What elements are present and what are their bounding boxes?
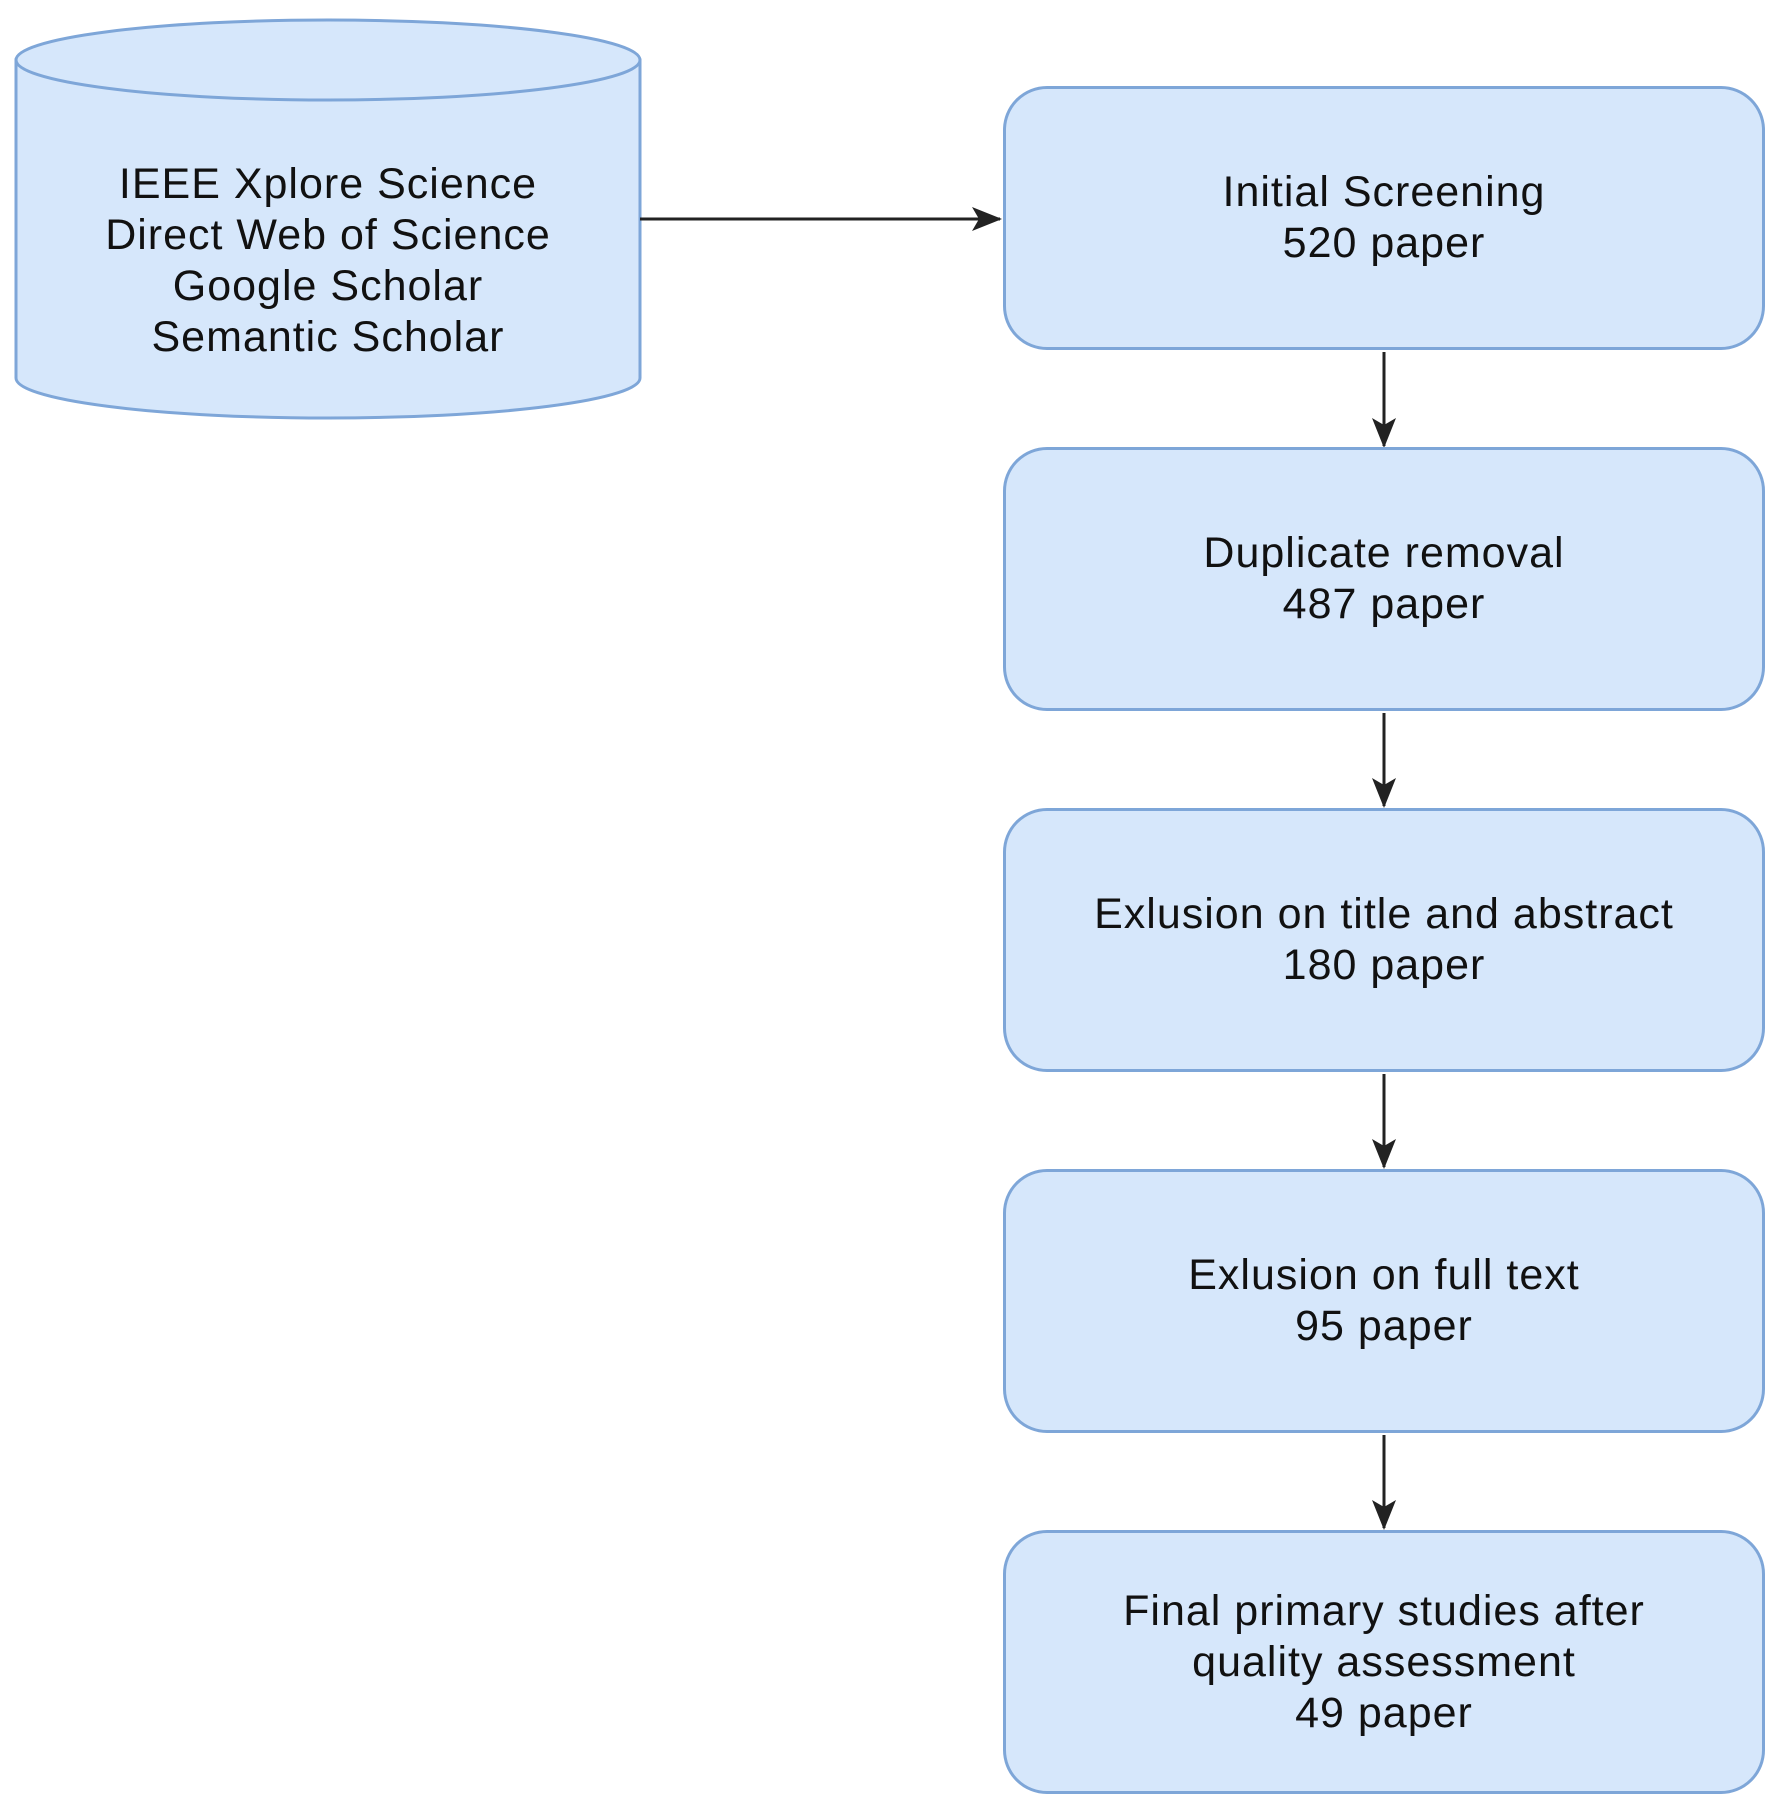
database-line: IEEE Xplore Science [118,160,538,208]
database-label: IEEE Xplore Science Direct Web of Scienc… [18,96,638,426]
step-count: 49 paper [1295,1688,1473,1737]
database-line: Semantic Scholar [151,313,505,361]
database-line: Google Scholar [172,262,484,310]
step-title: Duplicate removal [1203,529,1565,577]
database-cylinder-icon [14,18,642,420]
step-duplicate-removal: Duplicate removal 487 paper [1003,447,1765,711]
step-title: Exlusion on full text [1188,1251,1580,1299]
step-count: 180 paper [1282,941,1486,989]
step-initial-screening: Initial Screening 520 paper [1003,86,1765,350]
step-title: Final primary studies after [1123,1586,1645,1635]
step-title: Initial Screening [1222,168,1546,216]
step-exclusion-title-abstract: Exlusion on title and abstract 180 paper [1003,808,1765,1072]
step-final-primary-studies: Final primary studies after quality asse… [1003,1530,1765,1794]
step-exclusion-full-text: Exlusion on full text 95 paper [1003,1169,1765,1433]
step-count: 520 paper [1282,219,1486,267]
step-title-continued: quality assessment [1192,1637,1576,1686]
step-title: Exlusion on title and abstract [1094,890,1674,938]
step-count: 95 paper [1295,1302,1473,1350]
database-line: Direct Web of Science [105,211,551,259]
step-count: 487 paper [1282,580,1486,628]
